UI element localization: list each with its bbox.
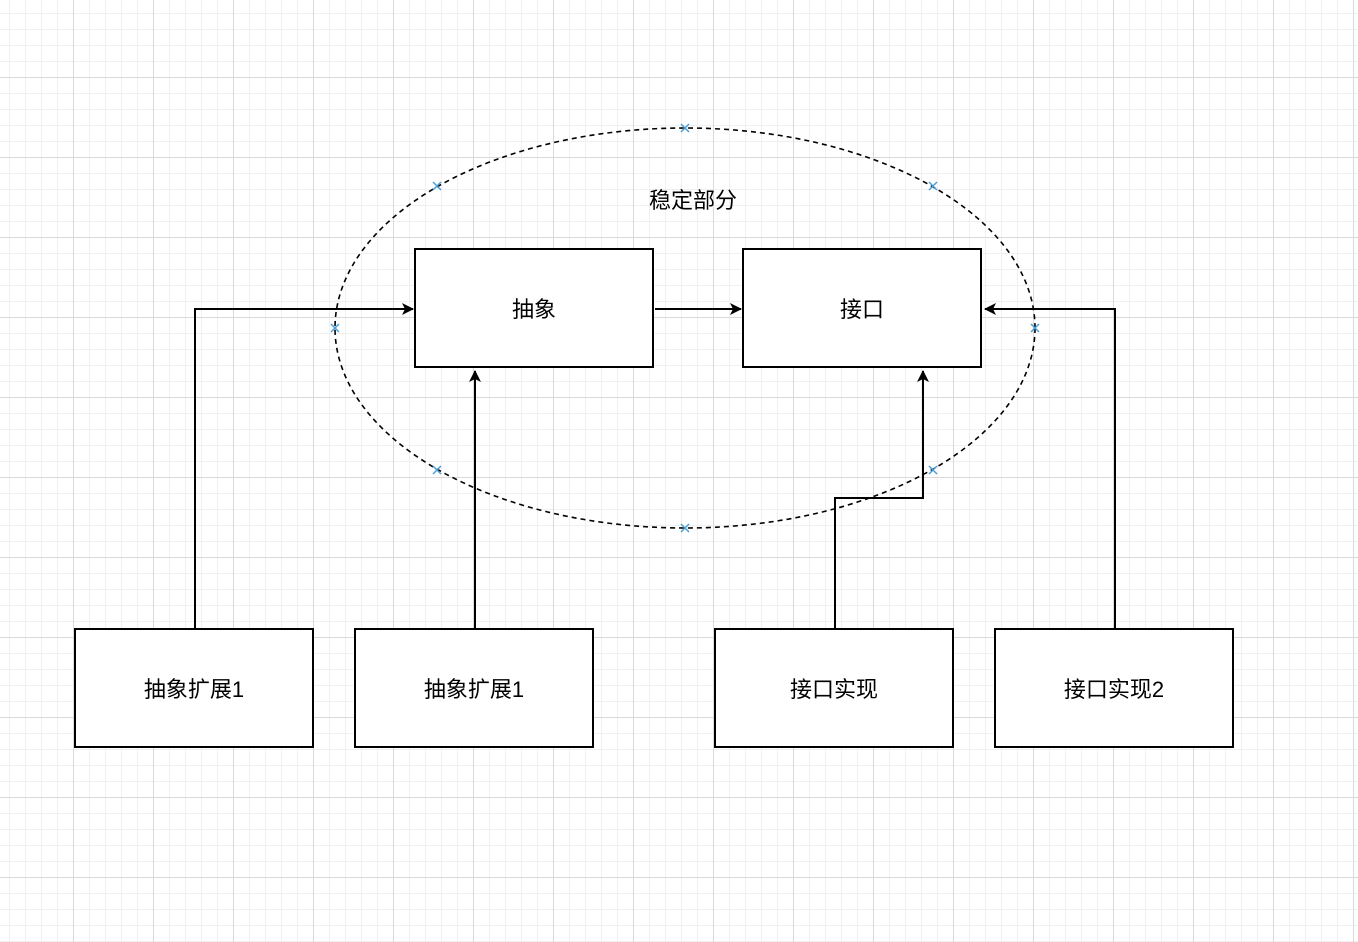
handle-bottom-left — [432, 465, 442, 475]
abstraction-extension-node-a[interactable]: 抽象扩展1 — [74, 628, 314, 748]
interface-node[interactable]: 接口 — [742, 248, 982, 368]
stable-part-label: 稳定部分 — [648, 188, 737, 213]
abstraction-node-label: 抽象 — [511, 297, 556, 322]
abstraction-node[interactable]: 抽象 — [414, 248, 654, 368]
interface-implementation-b-label: 接口实现2 — [1063, 677, 1165, 702]
abstraction-extension-a-label: 抽象扩展1 — [143, 677, 245, 702]
interface-implementation-node-b[interactable]: 接口实现2 — [994, 628, 1234, 748]
edge-abstraction-ext-a-to-abstraction[interactable] — [194, 303, 414, 629]
edge-interface-impl-a-to-interface[interactable] — [834, 370, 929, 629]
interface-implementation-node-a[interactable]: 接口实现 — [714, 628, 954, 748]
ellipse-selection-handles[interactable] — [330, 123, 1040, 533]
abstraction-extension-b-label: 抽象扩展1 — [423, 677, 525, 702]
handle-left — [330, 323, 340, 333]
handle-top-right — [928, 181, 938, 191]
handle-right — [1030, 323, 1040, 333]
handle-top-left — [432, 181, 442, 191]
handle-bottom-right — [928, 465, 938, 475]
abstraction-extension-node-b[interactable]: 抽象扩展1 — [354, 628, 594, 748]
interface-node-label: 接口 — [839, 297, 884, 322]
interface-implementation-a-label: 接口实现 — [789, 677, 878, 702]
edge-interface-impl-b-to-interface[interactable] — [984, 303, 1116, 629]
handle-top — [680, 123, 690, 133]
handle-bottom — [680, 523, 690, 533]
